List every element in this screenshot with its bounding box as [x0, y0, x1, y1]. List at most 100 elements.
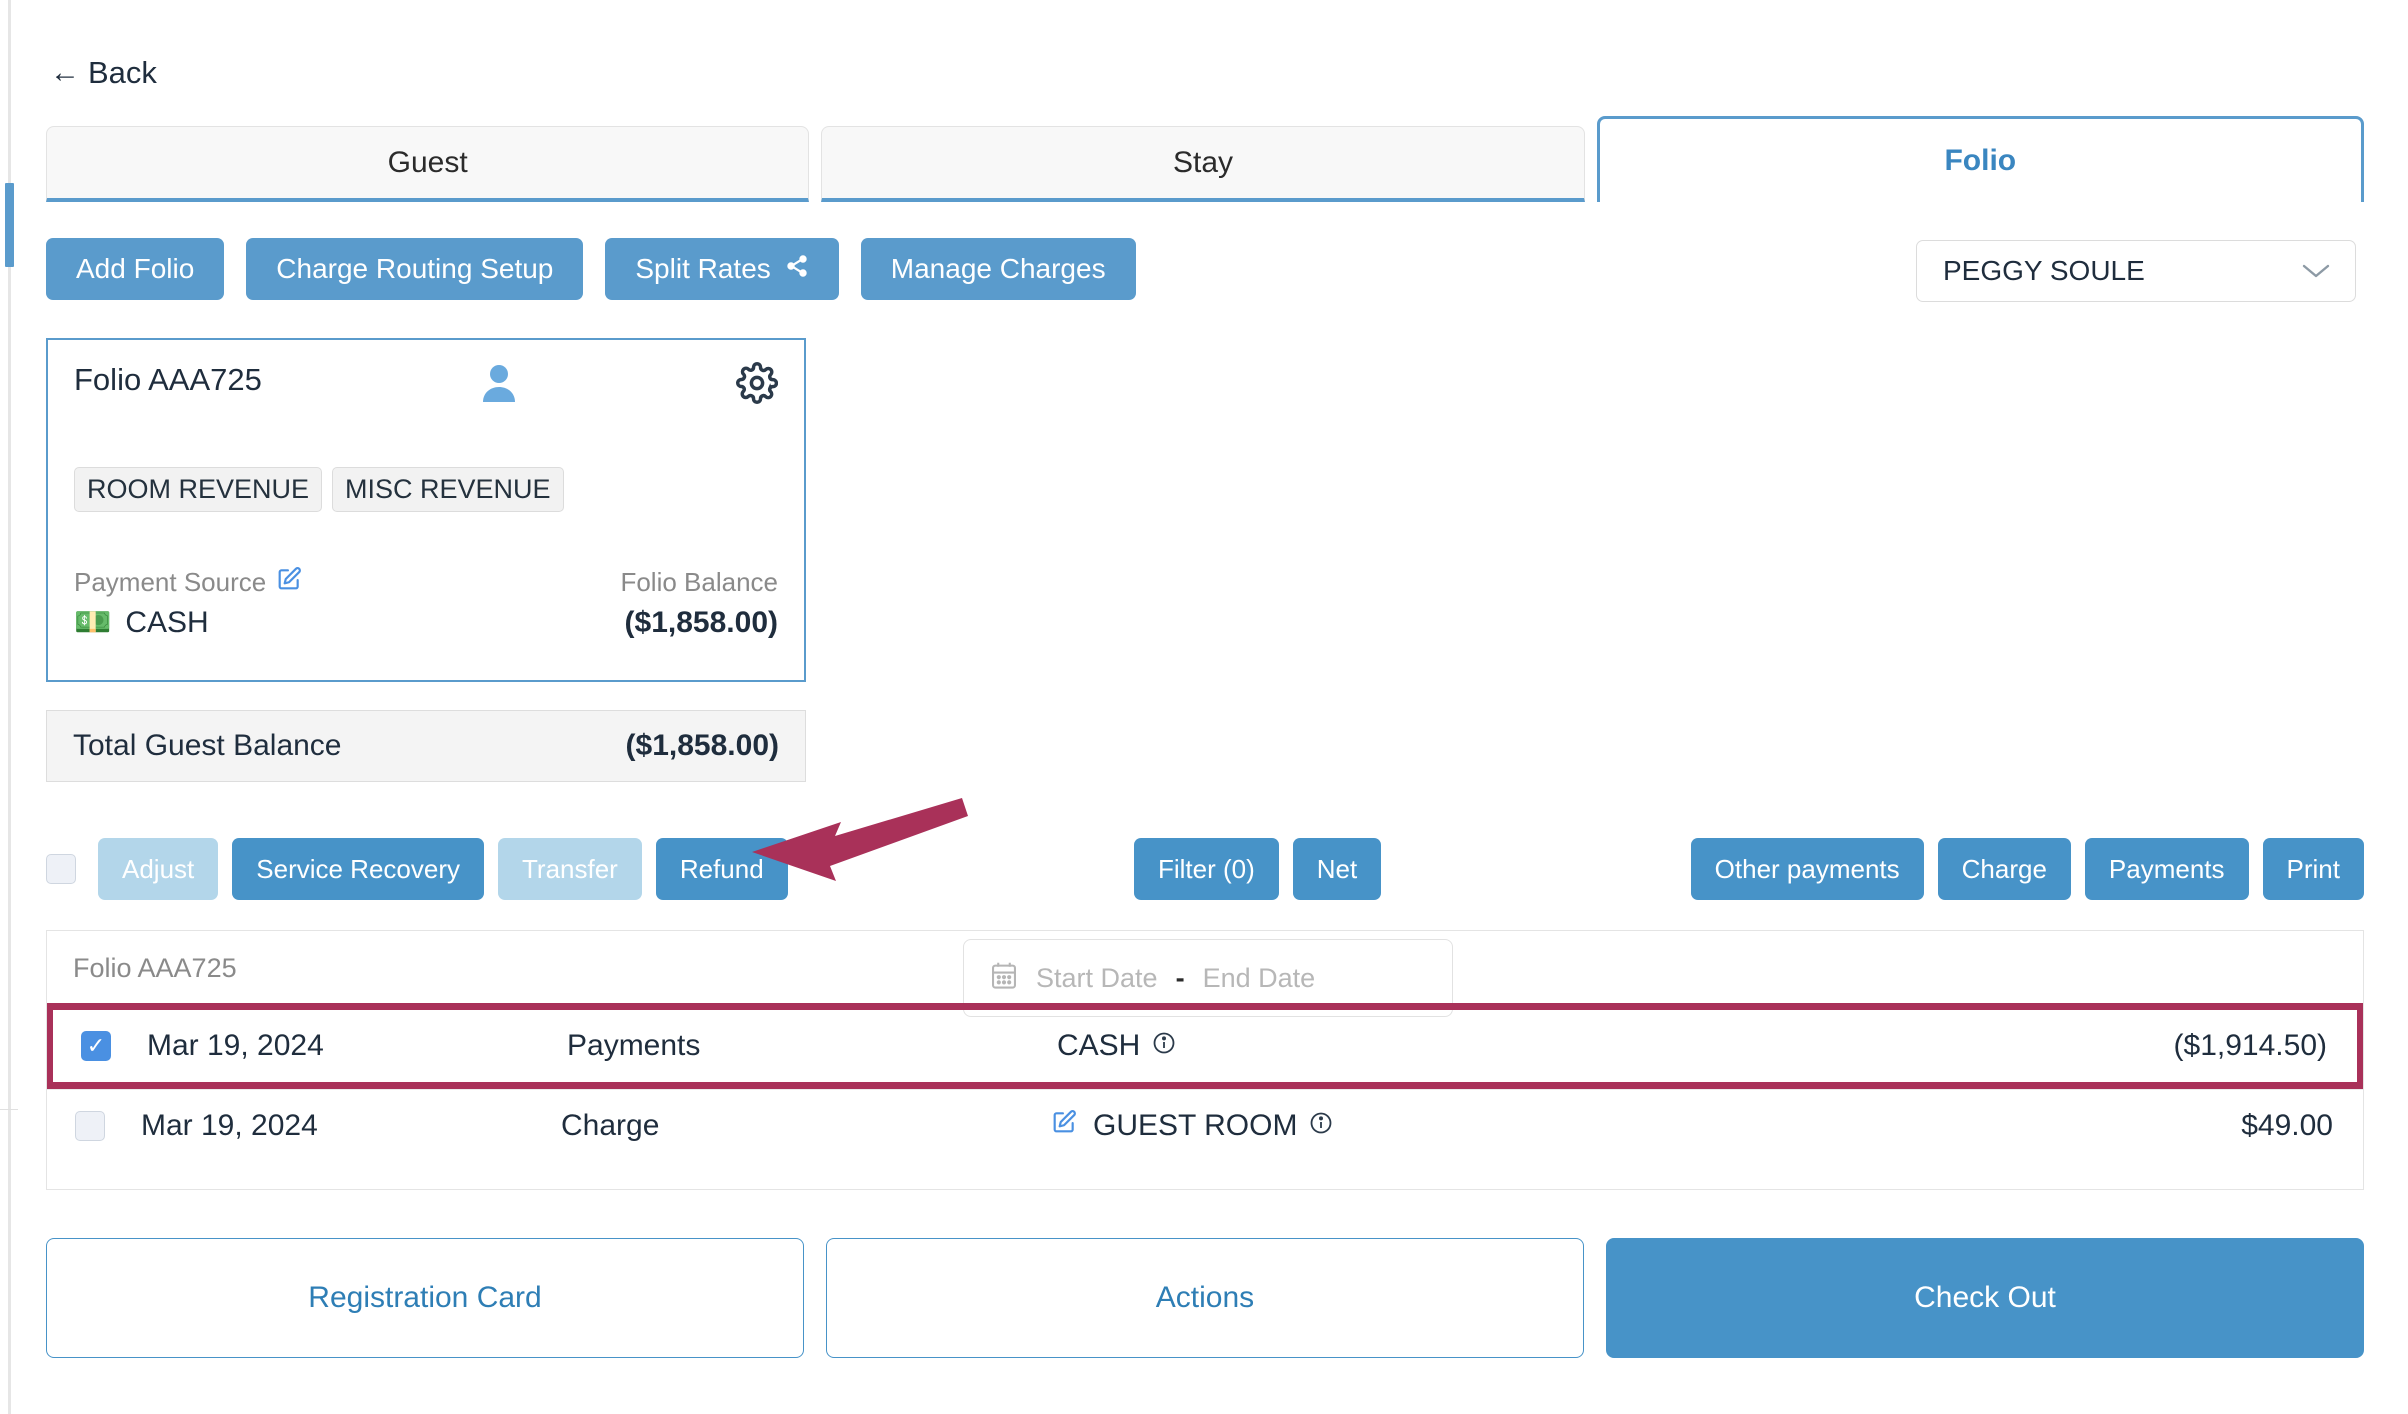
- row-amount: $49.00: [2241, 1108, 2333, 1142]
- folio-toolbar: Add Folio Charge Routing Setup Split Rat…: [46, 238, 1136, 300]
- tab-stay-label: Stay: [1172, 145, 1233, 179]
- payment-source-block: Payment Source 💵 CASH: [74, 566, 302, 640]
- arrow-left-icon: ←: [50, 56, 80, 89]
- adjust-button[interactable]: Adjust: [98, 838, 219, 900]
- check-out-button[interactable]: Check Out: [1606, 1238, 2364, 1358]
- payment-source-value-row: 💵 CASH: [74, 605, 302, 640]
- filter-label: Filter (0): [1158, 853, 1255, 884]
- end-date-input[interactable]: End Date: [1202, 962, 1316, 993]
- person-icon[interactable]: [479, 362, 519, 409]
- total-guest-balance: Total Guest Balance ($1,858.00): [46, 710, 806, 782]
- net-button[interactable]: Net: [1292, 838, 1382, 900]
- chevron-down-icon: [2301, 256, 2331, 287]
- folio-balance-value: ($1,858.00): [624, 606, 778, 639]
- guest-select-value: PEGGY SOULE: [1943, 255, 2145, 286]
- charge-routing-setup-label: Charge Routing Setup: [276, 253, 554, 284]
- revenue-chips: ROOM REVENUE MISC REVENUE: [74, 467, 778, 512]
- charge-routing-setup-button[interactable]: Charge Routing Setup: [246, 238, 584, 300]
- net-label: Net: [1316, 853, 1358, 884]
- row-source-label: CASH: [1057, 1029, 1141, 1062]
- charge-label: Charge: [1961, 853, 2047, 884]
- start-date-input[interactable]: Start Date: [1036, 962, 1158, 993]
- table-row[interactable]: ✓ Mar 19, 2024 Payments CASH ($1,914.50): [47, 1003, 2363, 1089]
- other-payments-label: Other payments: [1714, 853, 1900, 884]
- row-checkbox[interactable]: [75, 1110, 105, 1141]
- refund-label: Refund: [679, 853, 764, 884]
- total-guest-balance-value: ($1,858.00): [625, 729, 779, 762]
- tab-folio[interactable]: Folio: [1596, 116, 2364, 202]
- adjust-label: Adjust: [122, 853, 195, 884]
- service-recovery-label: Service Recovery: [256, 853, 460, 884]
- split-rates-button[interactable]: Split Rates: [605, 238, 839, 300]
- row-date: Mar 19, 2024: [147, 1029, 324, 1062]
- date-range-separator: -: [1175, 962, 1185, 993]
- tab-bar: Guest Stay Folio: [46, 116, 2364, 202]
- transfer-label: Transfer: [522, 853, 618, 884]
- folio-balance-label: Folio Balance: [620, 567, 778, 597]
- tab-guest[interactable]: Guest: [46, 126, 810, 202]
- folio-card: Folio AAA725 ROOM REVENUE MISC REVENUE: [46, 338, 806, 682]
- total-guest-balance-label: Total Guest Balance: [73, 729, 342, 762]
- check-out-label: Check Out: [1914, 1281, 2056, 1314]
- payments-button[interactable]: Payments: [2084, 838, 2249, 900]
- row-type: Charge: [561, 1108, 660, 1142]
- cash-icon: 💵: [74, 606, 112, 639]
- folio-transactions-header: Folio AAA725 Start Date - End Date: [47, 931, 2363, 1017]
- row-source: GUEST ROOM: [961, 1109, 2033, 1143]
- gear-icon[interactable]: [736, 362, 779, 409]
- actions-label: Actions: [1155, 1281, 1255, 1314]
- chip-misc-revenue[interactable]: MISC REVENUE: [332, 467, 564, 512]
- folio-card-title: Folio AAA725: [74, 362, 262, 397]
- guest-select[interactable]: PEGGY SOULE: [1916, 240, 2356, 302]
- folio-card-header: Folio AAA725: [74, 362, 779, 409]
- registration-card-label: Registration Card: [308, 1281, 542, 1314]
- edit-icon[interactable]: [1051, 1109, 1077, 1143]
- other-payments-button[interactable]: Other payments: [1690, 838, 1924, 900]
- page-scrollbar-track[interactable]: [8, 0, 11, 1414]
- row-source-label: GUEST ROOM: [1093, 1108, 1298, 1142]
- filter-group: Filter (0) Net: [1134, 838, 1395, 900]
- manage-charges-label: Manage Charges: [890, 253, 1106, 284]
- transfer-button[interactable]: Transfer: [498, 838, 642, 900]
- row-source: CASH: [967, 1029, 2027, 1063]
- charge-button[interactable]: Charge: [1937, 838, 2071, 900]
- tab-guest-label: Guest: [387, 145, 468, 179]
- add-folio-button[interactable]: Add Folio: [46, 238, 225, 300]
- table-row[interactable]: Mar 19, 2024 Charge GUEST ROOM $49.00: [47, 1089, 2363, 1161]
- row-amount: ($1,914.50): [2173, 1029, 2327, 1062]
- payment-source-label-row: Payment Source: [74, 566, 302, 599]
- select-all-checkbox[interactable]: [46, 854, 76, 884]
- tab-stay[interactable]: Stay: [821, 126, 1585, 202]
- payment-source-value: CASH: [125, 605, 209, 639]
- actions-button[interactable]: Actions: [826, 1238, 1584, 1358]
- print-button[interactable]: Print: [2262, 838, 2364, 900]
- row-type: Payments: [567, 1029, 701, 1062]
- split-rates-label: Split Rates: [635, 253, 771, 284]
- page-scrollbar-thumb[interactable]: [5, 183, 14, 267]
- folio-subtitle: Folio AAA725: [73, 953, 237, 983]
- print-label: Print: [2286, 853, 2340, 884]
- calendar-icon: [990, 961, 1018, 996]
- folio-action-row: Adjust Service Recovery Transfer Refund …: [46, 836, 2364, 902]
- folio-transactions-panel: Folio AAA725 Start Date - End Date ✓: [46, 930, 2364, 1190]
- filter-button[interactable]: Filter (0): [1134, 838, 1279, 900]
- share-icon: [785, 254, 809, 285]
- back-link[interactable]: ← Back: [50, 55, 157, 91]
- tab-folio-label: Folio: [1944, 143, 2017, 177]
- row-checkbox[interactable]: ✓: [81, 1031, 111, 1061]
- payments-label: Payments: [2108, 853, 2225, 884]
- manage-charges-button[interactable]: Manage Charges: [860, 238, 1136, 300]
- registration-card-button[interactable]: Registration Card: [46, 1238, 804, 1358]
- payment-source-label: Payment Source: [74, 567, 267, 597]
- chip-room-revenue[interactable]: ROOM REVENUE: [74, 467, 323, 512]
- folio-card-footer: Payment Source 💵 CASH Folio Balance ($1,…: [74, 566, 778, 640]
- footer-actions: Registration Card Actions Check Out: [46, 1238, 2364, 1358]
- folio-balance-block: Folio Balance ($1,858.00): [620, 567, 778, 640]
- info-icon[interactable]: [1152, 1029, 1176, 1063]
- service-recovery-button[interactable]: Service Recovery: [232, 838, 484, 900]
- refund-button[interactable]: Refund: [655, 838, 788, 900]
- edit-icon[interactable]: [276, 566, 302, 599]
- left-divider: [0, 1109, 18, 1110]
- info-icon[interactable]: [1309, 1109, 1333, 1143]
